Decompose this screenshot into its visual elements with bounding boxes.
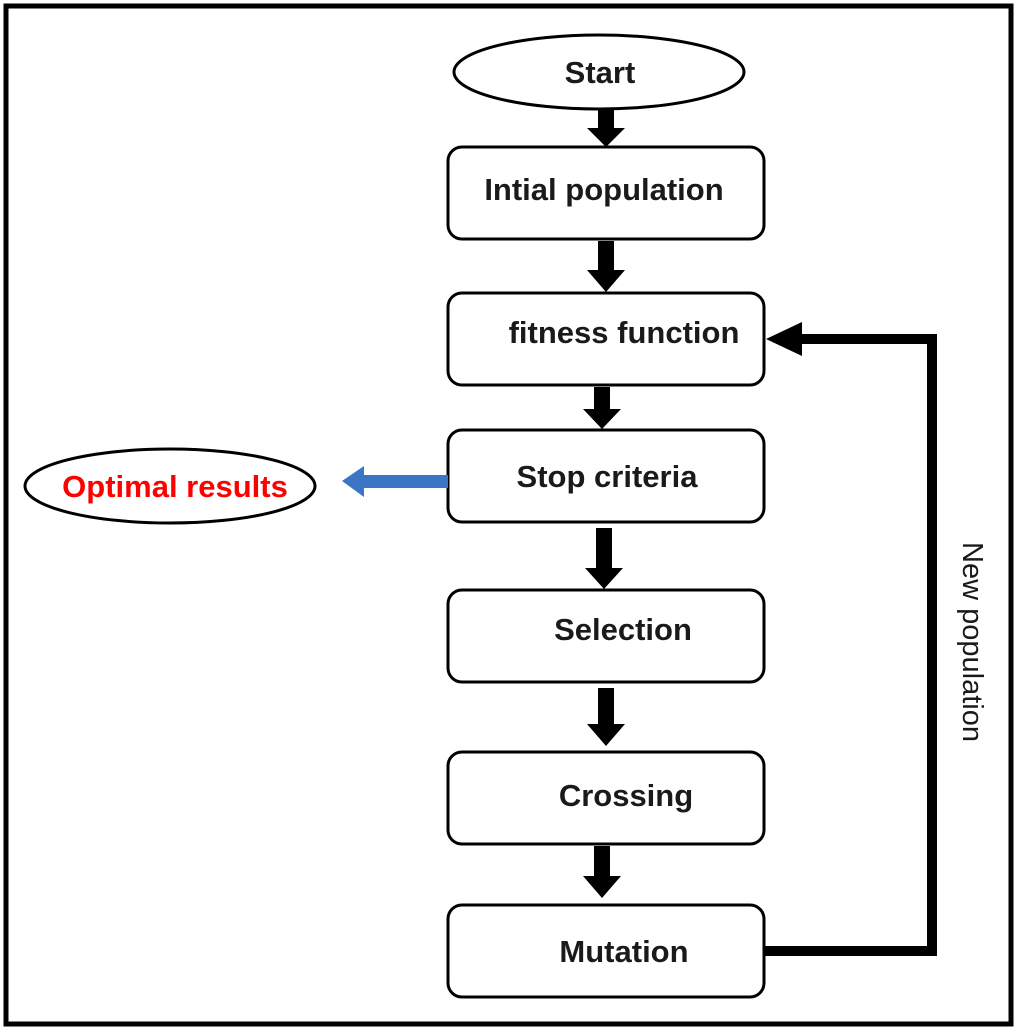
start-ellipse bbox=[452, 33, 746, 111]
new-population-loop-arrow bbox=[764, 322, 937, 956]
mutation-label: Mutation bbox=[559, 934, 688, 969]
optimal-results-ellipse bbox=[23, 447, 317, 525]
start-label: Start bbox=[565, 55, 636, 90]
initial-population-label: Intial population bbox=[484, 172, 723, 207]
arrow-stop-to-selection bbox=[585, 528, 623, 589]
arrow-fitness-to-stop bbox=[583, 387, 621, 429]
selection-node: Selection bbox=[446, 588, 766, 684]
fitness-function-node: fitness function bbox=[446, 291, 766, 387]
new-population-label: New population bbox=[956, 542, 988, 742]
selection-box bbox=[446, 588, 766, 684]
crossing-label: Crossing bbox=[559, 778, 693, 813]
crossing-box bbox=[446, 750, 766, 846]
initial-population-box bbox=[446, 145, 766, 241]
selection-label: Selection bbox=[554, 612, 692, 647]
fitness-function-label: fitness function bbox=[509, 315, 740, 350]
crossing-node: Crossing bbox=[446, 750, 766, 846]
start-node: Start bbox=[452, 33, 746, 111]
optimal-results-node: Optimal results bbox=[23, 447, 317, 525]
arrow-selection-to-crossing bbox=[587, 688, 625, 746]
arrow-crossing-to-mutation bbox=[583, 846, 621, 898]
mutation-node: Mutation bbox=[446, 903, 766, 999]
arrow-initial-to-fitness bbox=[587, 241, 625, 292]
optimal-results-label: Optimal results bbox=[62, 469, 288, 504]
stop-criteria-node: Stop criteria bbox=[446, 428, 766, 524]
initial-population-node: Intial population bbox=[446, 145, 766, 241]
fitness-function-box bbox=[446, 291, 766, 387]
arrow-start-to-initial bbox=[587, 110, 625, 147]
arrow-to-optimal-results bbox=[342, 466, 448, 497]
stop-criteria-label: Stop criteria bbox=[517, 459, 699, 494]
